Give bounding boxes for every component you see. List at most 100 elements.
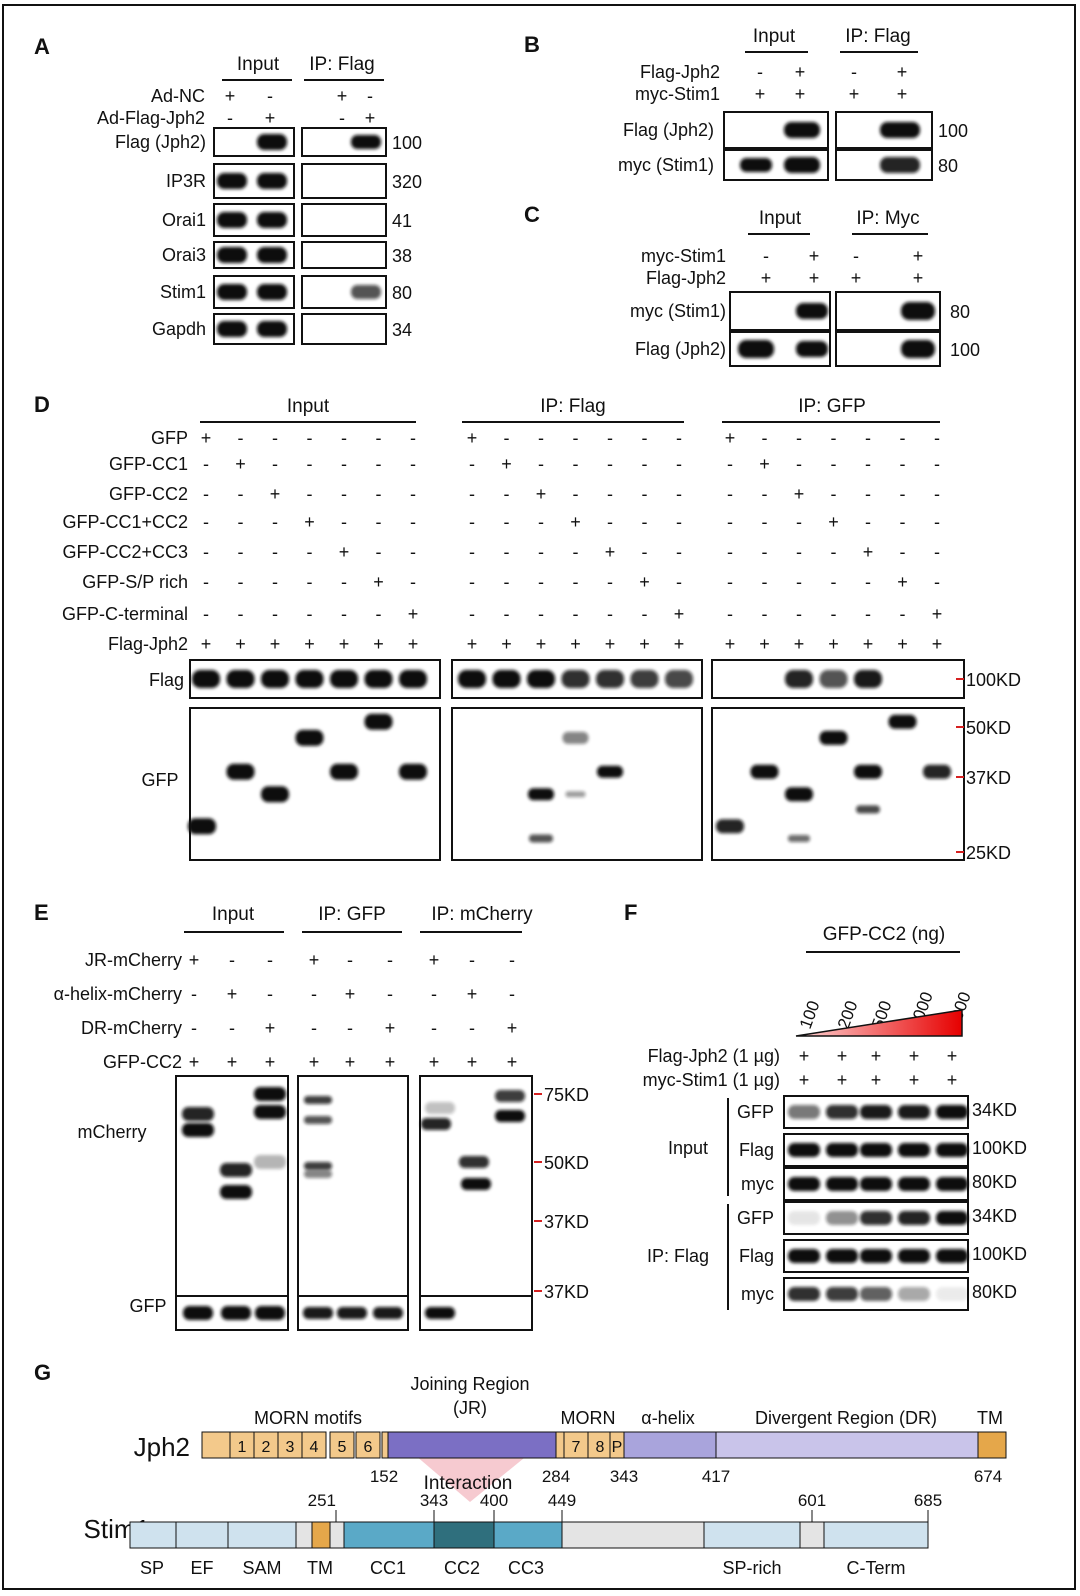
blot-label: GFP xyxy=(737,1102,774,1122)
condition-sign: - xyxy=(607,572,613,592)
blot-band xyxy=(860,1143,892,1157)
blot-band xyxy=(304,1096,332,1104)
condition-sign: + xyxy=(725,428,736,448)
condition-sign: + xyxy=(725,634,736,654)
condition-sign: + xyxy=(947,1046,958,1066)
condition-sign: + xyxy=(897,634,908,654)
condition-sign: - xyxy=(762,428,768,448)
molecular-weight: 320 xyxy=(392,172,422,192)
blot-band xyxy=(425,1307,455,1319)
condition-sign: - xyxy=(307,484,313,504)
domain-label: CC3 xyxy=(508,1558,544,1578)
condition-label: GFP-C-terminal xyxy=(62,604,188,624)
blot-frame-ip xyxy=(301,203,387,237)
blot-band xyxy=(192,670,220,688)
sp-rich-domain xyxy=(703,1521,801,1549)
condition-sign: + xyxy=(863,634,874,654)
molecular-weight: 80 xyxy=(938,156,958,176)
blot-band xyxy=(461,1178,491,1190)
condition-label: GFP xyxy=(151,428,188,448)
condition-sign: - xyxy=(642,542,648,562)
blot-band xyxy=(796,341,828,357)
condition-sign: - xyxy=(796,428,802,448)
condition-label: GFP-CC2+CC3 xyxy=(62,542,188,562)
condition-sign: + xyxy=(932,604,943,624)
condition-sign: + xyxy=(201,428,212,448)
condition-sign: - xyxy=(431,984,437,1004)
condition-sign: + xyxy=(265,1018,276,1038)
condition-sign: - xyxy=(238,484,244,504)
condition-sign: + xyxy=(309,1052,320,1072)
condition-sign: - xyxy=(469,950,475,970)
blot-band xyxy=(304,1162,332,1170)
condition-sign: - xyxy=(238,428,244,448)
condition-sign: + xyxy=(759,454,770,474)
condition-sign: - xyxy=(504,604,510,624)
condition-sign: - xyxy=(469,542,475,562)
blot-band xyxy=(738,340,774,358)
condition-sign: - xyxy=(191,984,197,1004)
blot-band xyxy=(788,1211,820,1225)
blot-band xyxy=(898,1105,930,1119)
blot-band xyxy=(226,670,255,688)
condition-sign: + xyxy=(304,634,315,654)
condition-sign: + xyxy=(536,484,547,504)
blot-band xyxy=(495,1090,525,1102)
condition-sign: - xyxy=(272,512,278,532)
cc3-domain xyxy=(493,1521,563,1549)
condition-sign: - xyxy=(607,454,613,474)
blot-band xyxy=(495,1110,525,1122)
cc2-domain xyxy=(433,1521,495,1549)
condition-label: Ad-Flag-Jph2 xyxy=(97,108,205,128)
blot-label: Flag xyxy=(149,670,184,690)
condition-sign: - xyxy=(376,428,382,448)
condition-sign: - xyxy=(410,484,416,504)
condition-sign: + xyxy=(909,1070,920,1090)
condition-sign: - xyxy=(727,572,733,592)
condition-sign: - xyxy=(676,428,682,448)
morn-motif xyxy=(277,1431,303,1459)
group-label: Input xyxy=(668,1138,708,1158)
condition-sign: + xyxy=(570,634,581,654)
condition-sign: - xyxy=(410,542,416,562)
condition-label: Ad-NC xyxy=(151,86,205,106)
group-header: Input xyxy=(753,26,796,47)
morn-motif xyxy=(355,1431,381,1459)
condition-sign: + xyxy=(851,268,862,288)
condition-sign: - xyxy=(865,454,871,474)
blot-band xyxy=(425,1102,455,1114)
condition-sign: - xyxy=(831,604,837,624)
condition-sign: - xyxy=(376,604,382,624)
condition-sign: + xyxy=(809,246,820,266)
blot-band xyxy=(565,791,586,798)
condition-sign: + xyxy=(345,984,356,1004)
blot-band xyxy=(188,818,216,835)
blot-frame-ip xyxy=(301,241,387,269)
blot-band xyxy=(826,1249,858,1263)
blot-band xyxy=(255,1306,285,1320)
condition-sign: - xyxy=(410,512,416,532)
condition-sign: - xyxy=(762,484,768,504)
blot-band xyxy=(788,1105,820,1119)
condition-sign: - xyxy=(431,1018,437,1038)
blot-band xyxy=(597,765,623,778)
condition-label: Flag-Jph2 (1 µg) xyxy=(648,1046,780,1066)
residue-number: 685 xyxy=(914,1491,942,1510)
condition-sign: - xyxy=(307,428,313,448)
blot-band xyxy=(860,1211,892,1225)
molecular-weight: 80KD xyxy=(972,1282,1017,1302)
morn-number: 6 xyxy=(364,1439,373,1456)
blot-band xyxy=(303,1307,333,1319)
blot-band xyxy=(740,158,772,172)
condition-sign: + xyxy=(189,950,200,970)
linker xyxy=(561,1521,705,1549)
condition-sign: - xyxy=(469,454,475,474)
condition-sign: - xyxy=(376,512,382,532)
blot-label: Flag (Jph2) xyxy=(115,132,206,152)
condition-sign: + xyxy=(501,454,512,474)
linker xyxy=(799,1521,825,1549)
group-header: IP: GFP xyxy=(798,396,866,417)
condition-sign: + xyxy=(536,634,547,654)
